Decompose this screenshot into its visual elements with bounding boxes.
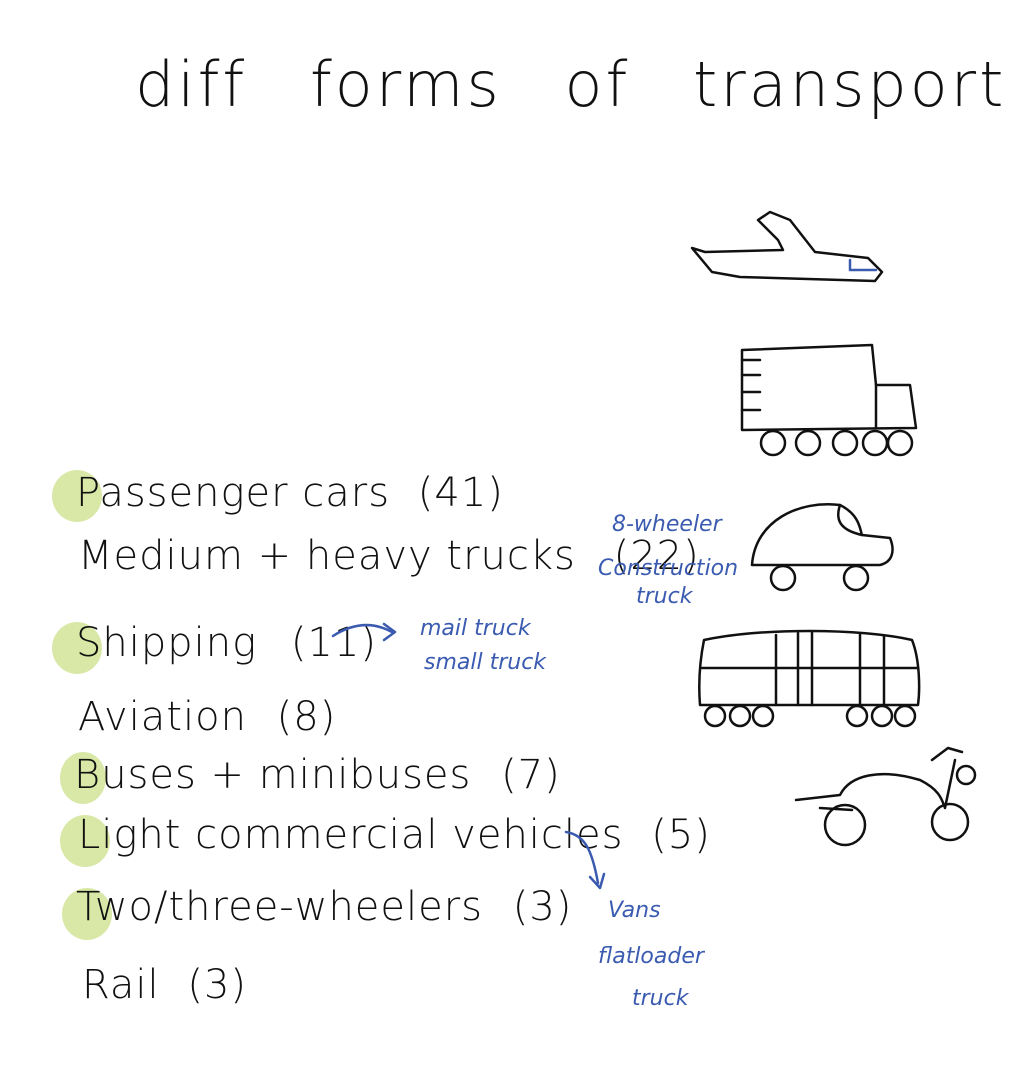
item-count: (7) [501,752,561,798]
motorcycle-icon [794,746,977,847]
note-shipping-2: small truck [424,650,547,675]
arrow-shipping-icon [331,623,394,638]
car-icon [750,503,894,592]
list-item: Medium + heavy trucks (22) [78,533,700,579]
arrow-lcv-icon [564,830,600,885]
item-count: (22) [613,533,700,579]
item-label: Medium + heavy trucks [78,533,576,579]
highlight-passenger [52,470,102,522]
list-item: Passenger cars (41) [76,470,504,516]
page-title: diff forms of transport [135,48,1007,121]
note-shipping-1: mail truck [420,616,531,641]
note-trucks-2: Construction [598,556,739,581]
highlight-two [62,888,112,940]
item-count: (11) [290,620,377,666]
airplane-icon [690,210,884,283]
highlight-shipping [52,622,102,674]
item-label: Light commercial vehicles [78,812,624,858]
list-item: Aviation (8) [78,694,336,740]
note-lcv-3: truck [632,986,689,1011]
bus-icon [697,629,921,728]
note-lcv-2: flatloader [598,944,704,969]
list-item: Light commercial vehicles (5) [78,812,711,858]
item-count: (41) [417,470,504,516]
item-count: (3) [187,962,248,1008]
list-item: Two/three-wheelers (3) [76,884,572,930]
item-label: Passenger cars [76,470,391,516]
list-item: Shipping (11) [76,620,377,666]
highlight-light [60,815,110,867]
item-label: Rail [82,962,160,1008]
item-label: Buses + minibuses [74,752,472,798]
item-count: (3) [512,884,573,930]
item-count: (5) [651,812,711,858]
truck-icon [740,343,918,457]
highlight-buses [60,752,106,804]
note-lcv-1: Vans [608,898,661,923]
note-trucks-3: truck [636,584,693,609]
item-label: Aviation [78,694,247,740]
note-trucks-1: 8-wheeler [612,512,722,537]
item-count: (8) [276,694,337,740]
item-label: Shipping [76,620,258,666]
item-label: Two/three-wheelers [76,884,484,930]
list-item: Rail (3) [82,962,247,1008]
list-item: Buses + minibuses (7) [74,752,561,798]
